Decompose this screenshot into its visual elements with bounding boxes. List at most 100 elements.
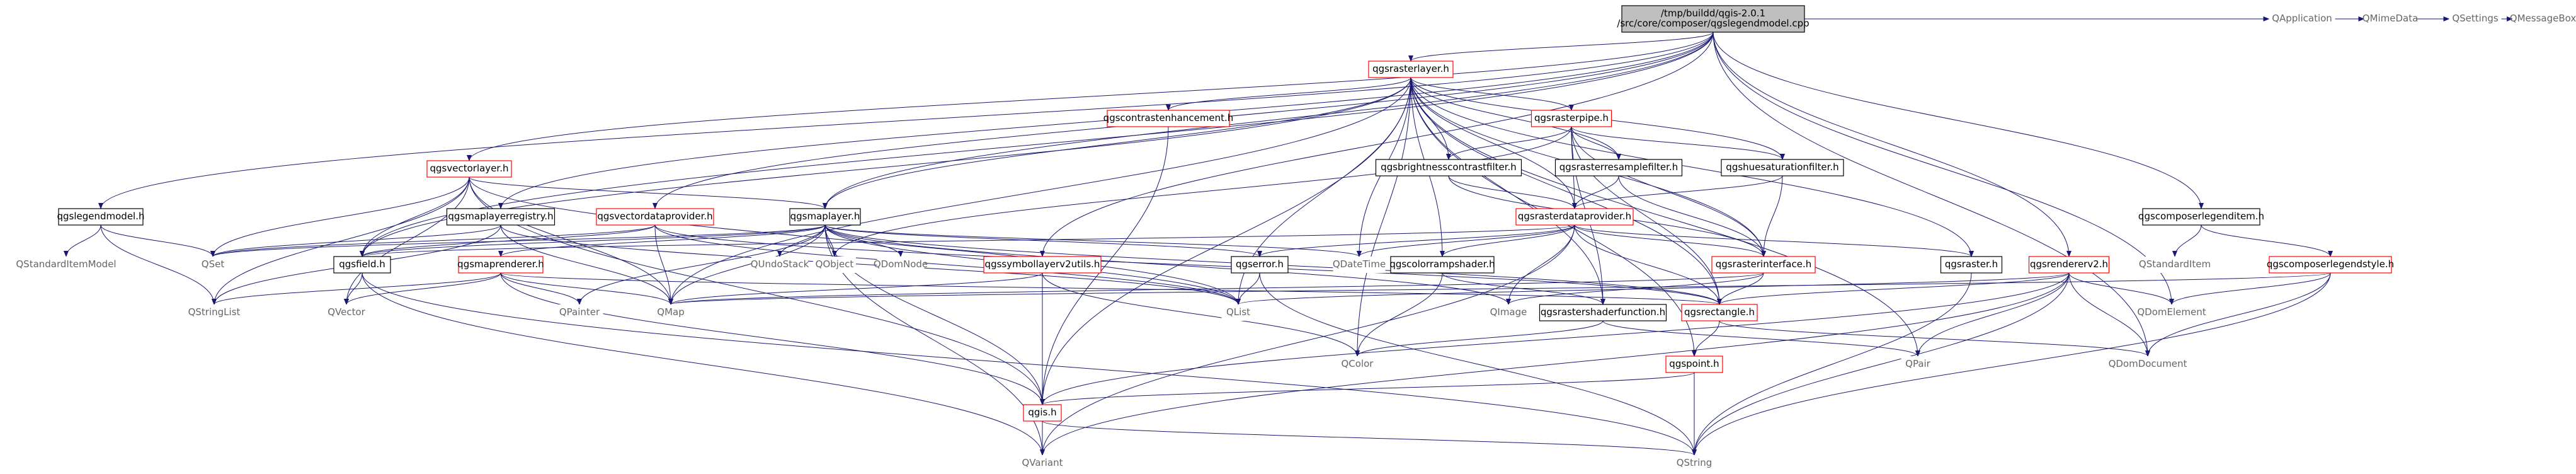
node-QVariant: QVariant [1018,455,1066,471]
edge-qgsvectorlayer-to-QMap [469,176,673,305]
edge-qgssymbollayerv2utils-to-QMap [668,272,1043,305]
node-label: /src/core/composer/qgslegendmodel.cpp [1617,18,1809,29]
edge-root-to-qgscomposerlegenditem [1713,32,2204,209]
node-QDateTime: QDateTime [1333,257,1386,273]
node-label: qgsraster.h [1945,258,1998,270]
node-qgscontrastenhancement[interactable]: qgscontrastenhancement.h [1103,110,1234,127]
node-qgsbrightnesscontrastfilter[interactable]: qgsbrightnesscontrastfilter.h [1375,159,1522,176]
node-box [2142,208,2260,226]
edge-root-to-QDomDocument [1713,32,2150,357]
node-qgsmaplayerregistry[interactable]: qgsmaplayerregistry.h [446,208,556,226]
node-QList: QList [1221,304,1255,321]
node-qgsrasterresamplefilter[interactable]: qgsrasterresamplefilter.h [1554,159,1683,176]
node-qgscomposerlegendstyle[interactable]: qgscomposerlegendstyle.h [2267,256,2394,274]
node-qgssymbollayerv2utils[interactable]: qgssymbollayerv2utils.h [983,256,1102,274]
node-label: qgsbrightnesscontrastfilter.h [1381,161,1517,173]
edge-qgsrasterpipe-to-qgshuesaturationfilter [1571,126,1785,160]
node-box [1490,304,1527,321]
edge-qgscomposerlegendstyle-to-QDomDocument [2145,272,2331,357]
edge-qgspoint-to-qgis [1040,372,1695,405]
node-qgshuesaturationfilter[interactable]: qgshuesaturationfilter.h [1721,159,1844,176]
edge-qgsvectordataprovider-to-QMap [654,224,673,305]
edge-qgsvectorlayer-to-qgsfield [360,176,470,257]
node-box [458,256,544,274]
edge-qgslegendmodel_h-to-QSet [100,224,215,257]
node-box [1375,159,1522,176]
edge-qgsmaplayer-to-qgsfield [360,224,826,257]
file-nodes: /tmp/buildd/qgis-2.0.1/src/core/composer… [16,5,2576,471]
edge-qgsfield-to-QVariant [362,272,1045,456]
node-qgserror[interactable]: qgserror.h [1231,256,1289,274]
edge-qgsbrightnesscontrastfilter-to-qgsrasterdataprovider [1448,175,1577,209]
node-qgscolorrampshader[interactable]: qgscolorrampshader.h [1389,256,1495,274]
node-box [556,304,603,321]
node-qgscomposerlegenditem[interactable]: qgscomposerlegenditem.h [2138,208,2264,226]
node-QMap: QMap [656,304,685,321]
edge-qgsrasterinterface-to-qgsrectangle [1717,272,1764,305]
node-QObject: QObject [813,257,856,273]
edge-qgsmaplayer-to-QDateTime [824,224,1362,257]
edge-qgsrasterdataprovider-to-QImage [1506,224,1575,305]
node-qgsvectorlayer[interactable]: qgsvectorlayer.h [426,160,512,178]
node-qgsrectangle[interactable]: qgsrectangle.h [1681,304,1758,321]
edge-qgsrendererv2-to-QDomDocument [2068,272,2150,357]
node-QPainter: QPainter [556,304,603,321]
node-qgsvectordataprovider[interactable]: qgsvectordataprovider.h [596,208,714,226]
node-qgsrasterpipe[interactable]: qgsrasterpipe.h [1530,110,1612,127]
edge-qgsmaplayer-to-QSet [210,224,826,257]
node-qgsfield[interactable]: qgsfield.h [333,256,391,274]
edge-qgscomposerlegendstyle-to-QMap [669,272,2331,305]
edge-qgsmaprenderer-to-QStringList [212,272,501,305]
edge-qgsfield-to-QString [362,272,1697,456]
node-qgsmaprenderer[interactable]: qgsmaprenderer.h [457,256,544,274]
node-label: QSet [202,258,225,270]
edge-root-to-qgsrasterlayer [1408,32,1714,62]
node-box [1554,159,1683,176]
node-QPair: QPair [1901,356,1935,373]
edge-qgsmaprenderer-to-qgsrectangle [500,272,1722,305]
node-box [789,208,861,226]
node-box [1221,304,1255,321]
node-label: QVariant [1022,457,1063,468]
node-QStandardItem: QStandardItem [2139,257,2211,273]
node-label: QDomDocument [2109,358,2187,369]
edge-qgsvectorlayer-to-QList [469,176,1241,305]
node-box [2512,11,2573,27]
node-qgspoint[interactable]: qgspoint.h [1665,356,1723,373]
node-qgslegendmodel_h[interactable]: qgslegendmodel.h [57,208,145,226]
node-qgsrasterinterface[interactable]: qgsrasterinterface.h [1711,256,1816,274]
node-box [1711,256,1816,274]
edge-qgsmaplayerregistry-to-QList [500,224,1241,305]
node-qgsrastershaderfunction[interactable]: qgsrastershaderfunction.h [1539,304,1667,321]
edge-qgsrastershaderfunction-to-QColor [1355,320,1604,357]
node-qgis[interactable]: qgis.h [1023,404,1062,422]
node-label: qgsmaplayer.h [790,211,860,222]
node-qgsmaplayer[interactable]: qgsmaplayer.h [789,208,861,226]
node-qgsrasterlayer[interactable]: qgsrasterlayer.h [1368,61,1454,78]
edge-qgsrasterlayer-to-qgscontrastenhancement [1166,77,1411,111]
node-box [1940,256,2003,274]
node-qgsraster[interactable]: qgsraster.h [1940,256,2003,274]
node-box [2114,356,2181,373]
edge-qgsmaprenderer-to-QVector [344,272,501,305]
edge-root-to-qgsmaplayer [823,32,1714,209]
edge-root-to-qgssymbollayerv2utils [1040,32,1714,257]
edge-qgsrendererv2-to-QList [1236,272,2070,305]
edge-qgsmaplayer-to-QPainter [577,224,826,305]
node-box [596,208,714,226]
edge-qgsrasterlayer-to-QColor [1355,77,1411,357]
node-root[interactable]: /tmp/buildd/qgis-2.0.1/src/core/composer… [1617,5,1809,33]
node-label: qgsrendererv2.h [2030,258,2108,270]
node-qgsrendererv2[interactable]: qgsrendererv2.h [2028,256,2110,274]
edge-qgsmaplayer-to-QDomNode [824,224,903,257]
edge-qgsrendererv2-to-qgis [1040,272,2070,405]
node-qgsrasterdataprovider[interactable]: qgsrasterdataprovider.h [1515,208,1634,226]
node-label: QVector [328,306,365,318]
edge-qgsrendererv2-to-QVariant [1040,272,2070,456]
node-box [656,304,685,321]
node-QImage: QImage [1490,304,1527,321]
edge-qgsmaprenderer-to-qgis [500,272,1045,405]
edge-qgsvectorlayer-to-QSet [210,176,470,257]
node-label: qgsrasterinterface.h [1716,258,1811,270]
